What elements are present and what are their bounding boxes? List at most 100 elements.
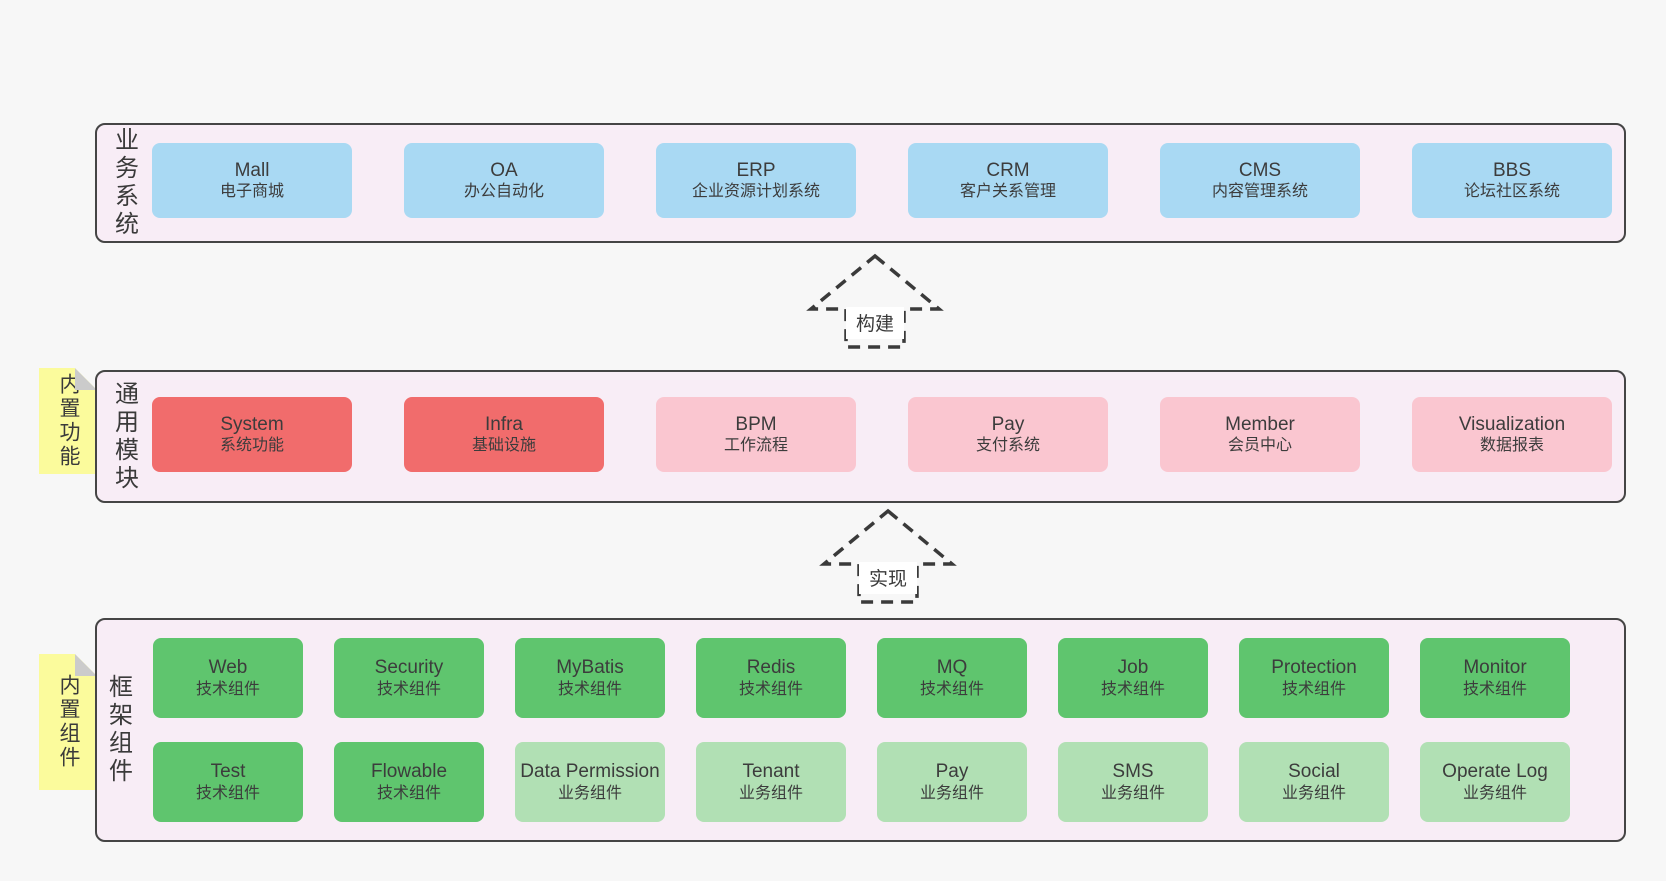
box-title: Visualization (1458, 413, 1566, 435)
module-box-system: System 系统功能 (152, 397, 352, 472)
module-box-visualization: Visualization 数据报表 (1412, 397, 1612, 472)
box-subtitle: 内容管理系统 (1211, 183, 1308, 201)
box-title: Operate Log (1442, 761, 1548, 783)
box-title: Tenant (742, 761, 800, 783)
module-box-erp: ERP 企业资源计划系统 (656, 143, 856, 218)
module-box-pay: Pay 支付系统 (908, 397, 1108, 472)
box-title: CRM (986, 159, 1030, 181)
implement-arrow: 实现 (819, 508, 957, 604)
module-box-oa: OA 办公自动化 (404, 143, 604, 218)
layer-business-systems: 业务系统 Mall 电子商城 OA 办公自动化 ERP 企业资源计划系统 CRM 客户关系管理… (95, 123, 1626, 243)
sticky-note-built-in-components: 内置组件 (39, 654, 97, 790)
box-subtitle: 会员中心 (1227, 437, 1292, 455)
box-title: MyBatis (556, 657, 624, 679)
box-title: SMS (1112, 761, 1154, 783)
box-subtitle: 技术组件 (376, 784, 441, 802)
box-subtitle: 业务组件 (919, 784, 984, 802)
box-title: Protection (1271, 657, 1357, 679)
box-subtitle: 工作流程 (723, 437, 788, 455)
build-arrow-label-bg (846, 307, 904, 339)
box-title: Social (1288, 761, 1340, 783)
box-subtitle: 业务组件 (1281, 784, 1346, 802)
box-subtitle: 企业资源计划系统 (691, 183, 820, 201)
box-subtitle: 基础设施 (471, 437, 536, 455)
box-title: Mall (234, 159, 270, 181)
box-subtitle: 技术组件 (557, 680, 622, 698)
module-box-cms: CMS 内容管理系统 (1160, 143, 1360, 218)
module-box-bpm: BPM 工作流程 (656, 397, 856, 472)
folded-corner-icon (75, 368, 97, 390)
build-arrow: 构建 (806, 253, 944, 349)
box-subtitle: 业务组件 (1100, 784, 1165, 802)
common-module-boxes: System 系统功能 Infra 基础设施 BPM 工作流程 Pay 支付系统 Member 会… (152, 397, 1612, 472)
layer-side-label-modules: 通用模块 (110, 380, 138, 493)
module-box-mall: Mall 电子商城 (152, 143, 352, 218)
box-subtitle: 业务组件 (738, 784, 803, 802)
box-subtitle: 客户关系管理 (959, 183, 1056, 201)
build-arrow-label: 构建 (856, 313, 894, 335)
box-title: CMS (1238, 159, 1282, 181)
box-subtitle: 办公自动化 (463, 183, 544, 201)
box-subtitle: 技术组件 (1281, 680, 1346, 698)
module-box-bbs: BBS 论坛社区系统 (1412, 143, 1612, 218)
sticky-note-built-in-features: 内置功能 (39, 368, 97, 474)
folded-corner-icon (75, 654, 97, 676)
box-title: Web (208, 657, 248, 679)
box-title: Flowable (370, 761, 448, 783)
implement-arrow-outline (819, 508, 957, 604)
box-subtitle: 技术组件 (195, 784, 260, 802)
box-subtitle: 技术组件 (919, 680, 984, 698)
box-title: Test (210, 761, 246, 783)
module-box-crm: CRM 客户关系管理 (908, 143, 1108, 218)
layer-side-label-components: 框架组件 (104, 674, 132, 786)
implement-arrow-label-bg (859, 562, 917, 594)
box-title: OA (490, 159, 518, 181)
box-title: Pay (935, 761, 969, 783)
box-title: Member (1225, 413, 1295, 435)
box-subtitle: 支付系统 (975, 437, 1040, 455)
box-title: BPM (735, 413, 777, 435)
layer-common-modules: 通用模块 System 系统功能 Infra 基础设施 BPM 工作流程 Pay 支付系统 Me… (95, 370, 1626, 503)
box-title: System (220, 413, 284, 435)
box-title: Job (1117, 657, 1149, 679)
box-title: BBS (1492, 159, 1532, 181)
box-title: Pay (991, 413, 1025, 435)
box-subtitle: 论坛社区系统 (1463, 183, 1560, 201)
sticky-note-label: 内置功能 (57, 373, 80, 469)
build-arrow-outline (806, 253, 944, 349)
box-subtitle: 业务组件 (557, 784, 622, 802)
box-title: Redis (746, 657, 796, 679)
box-subtitle: 电子商城 (219, 183, 284, 201)
box-subtitle: 技术组件 (738, 680, 803, 698)
box-subtitle: 技术组件 (195, 680, 260, 698)
box-title: Data Permission (520, 761, 660, 783)
box-title: ERP (736, 159, 776, 181)
box-title: Security (374, 657, 444, 679)
box-subtitle: 数据报表 (1479, 437, 1544, 455)
layer-side-label-business: 业务系统 (110, 127, 138, 239)
implement-arrow-label: 实现 (869, 568, 907, 590)
box-title: Infra (484, 413, 524, 435)
box-subtitle: 技术组件 (1462, 680, 1527, 698)
box-subtitle: 技术组件 (1100, 680, 1165, 698)
box-subtitle: 系统功能 (219, 437, 284, 455)
box-subtitle: 技术组件 (376, 680, 441, 698)
